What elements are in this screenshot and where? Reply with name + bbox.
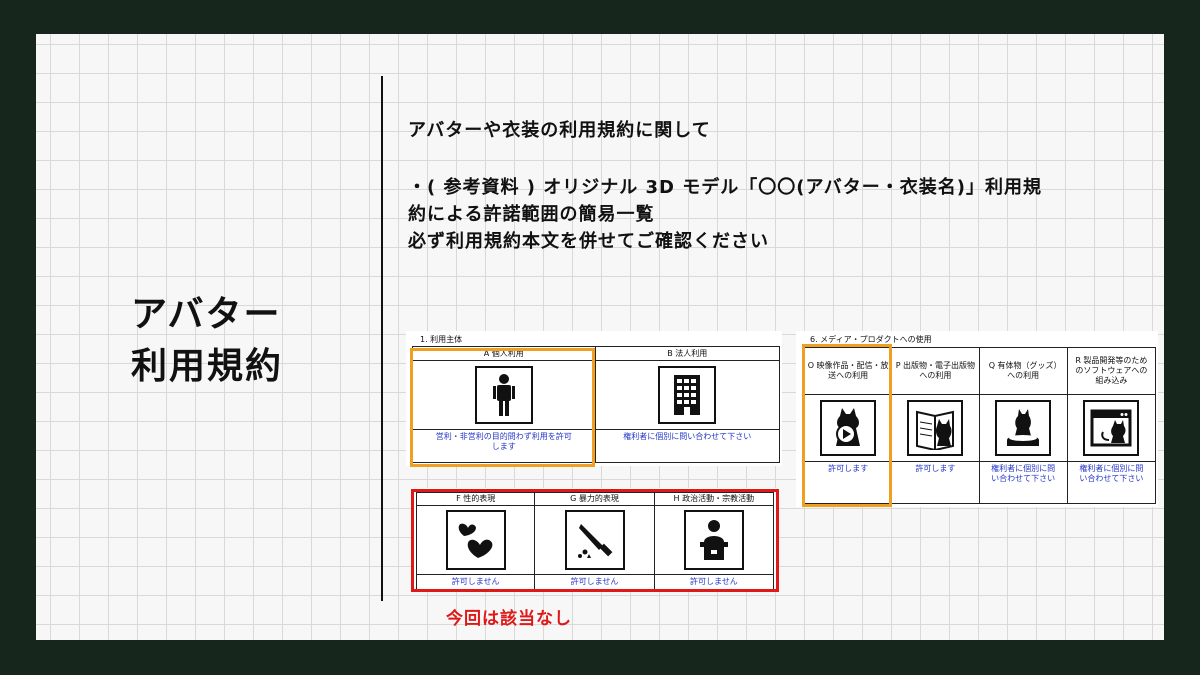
column-head: R 製品開発等のためのソフトウェアへの組み込み (1067, 348, 1155, 395)
person-icon (474, 366, 533, 424)
divider-line (381, 76, 383, 601)
slide: アバター 利用規約 アバターや衣装の利用規約に関して ・( 参考資料 ) オリジ… (36, 34, 1164, 640)
column-head: B 法人利用 (595, 347, 779, 361)
hearts-icon (445, 510, 506, 570)
panel-caption: 6. メディア・プロダクトへの使用 (810, 335, 932, 344)
usage-subject-table: A 個人利用 営利・非営利の目的問わず利用を許可します B 法人利用 権利者に個… (412, 346, 780, 463)
column-personal-use: A 個人利用 営利・非営利の目的問わず利用を許可します (413, 347, 596, 462)
column-foot: 営利・非営利の目的問わず利用を許可します (435, 432, 572, 451)
video-cat-icon (820, 400, 877, 456)
figure-cat-icon (995, 400, 1052, 456)
body-line-1: ・( 参考資料 ) オリジナル 3D モデル「〇〇(アバター・衣装名)」利用規 (408, 177, 1042, 198)
body-text: ・( 参考資料 ) オリジナル 3D モデル「〇〇(アバター・衣装名)」利用規 … (408, 174, 1158, 255)
column-corporate-use: B 法人利用 権利者に個別に問い合わせて下さい (595, 347, 779, 462)
software-cat-icon (1083, 400, 1140, 456)
video-broadcast-highlight (802, 344, 892, 507)
column-foot: 許可します (828, 464, 869, 473)
media-product-panel: 6. メディア・プロダクトへの使用 O 映像作品・配信・放送への利用 許可します… (796, 331, 1158, 507)
media-product-table: O 映像作品・配信・放送への利用 許可します P 出版物・電子出版物への利用 許… (804, 347, 1156, 504)
column-head: P 出版物・電子出版物への利用 (892, 348, 979, 395)
column-head: A 個人利用 (413, 347, 595, 361)
side-title: アバター 利用規約 (131, 289, 283, 393)
column-foot: 権利者に個別に問い合わせて下さい (623, 432, 752, 441)
prohibited-expression-panel: F 性的表現 許可しません G 暴力的表現 許可しません H 政治活 (412, 488, 776, 592)
side-title-line1: アバター (131, 294, 282, 335)
column-merchandise: Q 有体物（グッズ）への利用 権利者に個別に問い合わせて下さい (979, 348, 1068, 503)
prohibited-expression-table: F 性的表現 許可しません G 暴力的表現 許可しません H 政治活 (416, 492, 774, 590)
not-applicable-label: 今回は該当なし (446, 609, 572, 629)
column-software: R 製品開発等のためのソフトウェアへの組み込み 権利者に個別に問い合わせて下さい (1067, 348, 1155, 503)
column-foot: 権利者に個別に問い合わせて下さい (991, 464, 1056, 483)
column-head: H 政治活動・宗教活動 (654, 493, 773, 506)
column-head: G 暴力的表現 (535, 493, 654, 506)
panel-caption: 1. 利用主体 (420, 335, 463, 344)
column-head: O 映像作品・配信・放送への利用 (805, 348, 892, 395)
side-title-line2: 利用規約 (131, 346, 284, 387)
column-head: Q 有体物（グッズ）への利用 (979, 348, 1067, 395)
column-foot: 許可しません (451, 577, 500, 586)
column-foot: 許可します (915, 464, 956, 473)
book-cat-icon (907, 400, 964, 456)
column-sexual-expression: F 性的表現 許可しません (417, 493, 536, 589)
column-publication: P 出版物・電子出版物への利用 許可します (892, 348, 980, 503)
building-icon (658, 366, 717, 424)
not-applicable-highlight (411, 489, 779, 592)
body-line-2: 約による許諾範囲の簡易一覧 (408, 204, 655, 225)
column-video-broadcast: O 映像作品・配信・放送への利用 許可します (805, 348, 893, 503)
podium-icon (683, 510, 744, 570)
personal-use-highlight (410, 348, 595, 467)
column-political-religious: H 政治活動・宗教活動 許可しません (654, 493, 773, 589)
column-foot: 許可しません (570, 577, 619, 586)
page-heading: アバターや衣装の利用規約に関して (408, 120, 711, 141)
column-foot: 権利者に個別に問い合わせて下さい (1079, 464, 1144, 483)
column-foot: 許可しません (689, 577, 738, 586)
body-line-3: 必ず利用規約本文を併せてご確認ください (408, 231, 769, 252)
knife-icon (564, 510, 625, 570)
column-head: F 性的表現 (417, 493, 535, 506)
column-violent-expression: G 暴力的表現 許可しません (535, 493, 655, 589)
